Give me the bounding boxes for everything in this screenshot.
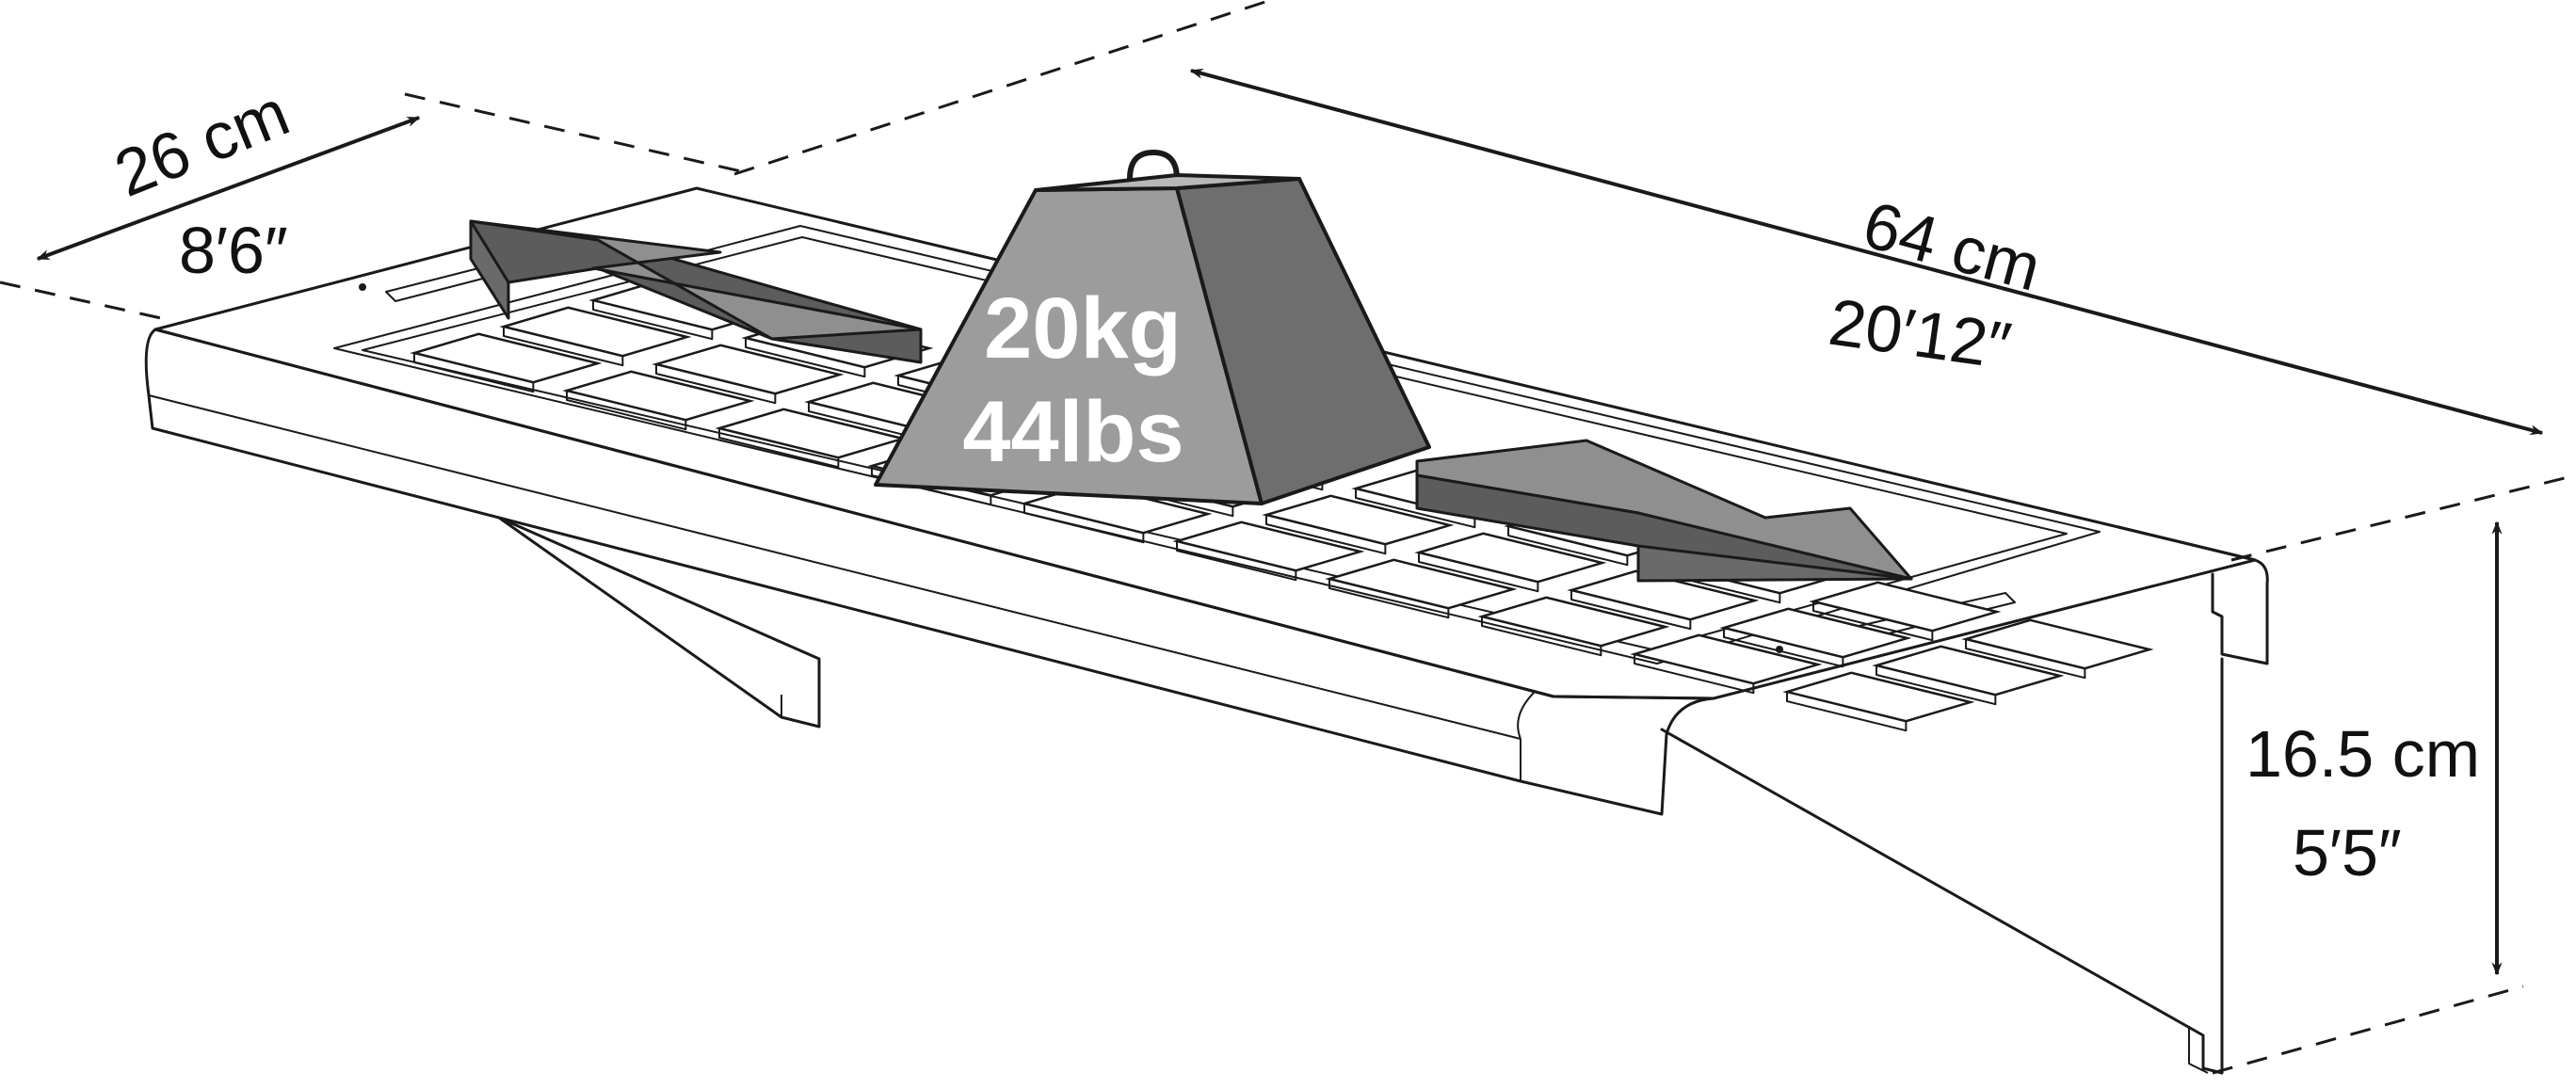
tray-pad (1782, 671, 1975, 723)
tray-pad-edge (1723, 628, 1844, 668)
depth-metric-label: 26 cm (105, 75, 298, 211)
tray-pad (1325, 558, 1518, 610)
tray-pad-edge (1786, 692, 1908, 732)
height-imperial-label: 5′5″ (2293, 816, 2402, 889)
dimension-height: 16.5 cm 5′5″ (2246, 520, 2503, 976)
depth-arrow-right-head (1636, 544, 1913, 583)
tray-pad (562, 370, 755, 422)
depth-dimension-line (36, 116, 421, 261)
shelf-front-edge-line (148, 394, 1521, 740)
tray-pad-edge (1965, 639, 2086, 680)
tray-pad-edge (1355, 488, 1476, 529)
extension-line-right-top (2230, 473, 2576, 562)
weight-ring (1127, 149, 1180, 180)
tray-pad-edge (745, 338, 866, 378)
weight-label-imperial: 44lbs (962, 384, 1183, 480)
tray-pad-edge (1634, 654, 1755, 695)
tray-pad-edge (655, 364, 777, 405)
weight-label-metric: 20kg (984, 280, 1182, 376)
depth-arrow-left-top (469, 219, 923, 341)
shelf-front-face (144, 328, 1715, 816)
depth-arrow-right (1415, 439, 1913, 583)
tray-pad (1414, 532, 1607, 584)
depth-imperial-label: 8′6″ (179, 214, 288, 287)
tray-pad-edge (1023, 504, 1145, 544)
width-metric-label: 64 cm (1856, 187, 2048, 305)
bracket-right (1660, 657, 2224, 1075)
tray-pad (1630, 633, 1823, 685)
tray-pad (1172, 520, 1365, 572)
tray-pad-edge (1876, 665, 1997, 706)
tray-pad (410, 332, 603, 384)
tray-pad-edge (413, 353, 535, 393)
tray-pad-edge (592, 300, 714, 341)
depth-arrow-left (469, 219, 923, 364)
tray-pad-edge (1570, 590, 1692, 631)
tray-pad (1567, 569, 1760, 621)
shelf-corner-curve (1517, 691, 1536, 740)
tray-pad (1809, 581, 2002, 633)
screw-hole-left (359, 283, 366, 291)
tray-pad (1872, 645, 2065, 697)
tray-pad-edge (1328, 579, 1450, 619)
extension-line-left-front (0, 280, 170, 322)
tray-pad-edge (1418, 553, 1539, 593)
tray-pad-edge (718, 428, 840, 469)
bracket-right-foot (2188, 1026, 2209, 1074)
height-metric-label: 16.5 cm (2246, 717, 2480, 791)
extension-line-left-back (404, 92, 754, 176)
shelf-right-end (2117, 525, 2269, 665)
tray-pad-edge (1481, 617, 1602, 657)
tray-pad-edge (1507, 526, 1629, 567)
depth-arrow-left-front (469, 219, 510, 320)
dimension-depth: 26 cm 8′6″ (36, 75, 421, 287)
tray-pad (1262, 494, 1455, 546)
weight-block: 20kg 44lbs (874, 149, 1431, 505)
tray-pad (499, 306, 692, 358)
tray-pad (1719, 607, 1912, 659)
tray-pad-edge (503, 327, 624, 367)
tray-pad-edge (1265, 515, 1387, 555)
tray-pad (652, 344, 845, 395)
tray-pad-edge (1812, 601, 1934, 642)
extension-line-back-top (733, 0, 1272, 176)
width-imperial-label: 20′12″ (1825, 285, 2016, 383)
extension-line-right-bottom (2212, 985, 2524, 1075)
bracket-left (497, 516, 821, 729)
tray-pad-edge (871, 466, 992, 506)
width-dimension-line (1189, 68, 2544, 436)
tray-pad (1477, 596, 1670, 648)
tray-pad-edge (1176, 541, 1297, 582)
tray-pad-edge (566, 391, 687, 431)
tray-pad (1961, 618, 2154, 670)
